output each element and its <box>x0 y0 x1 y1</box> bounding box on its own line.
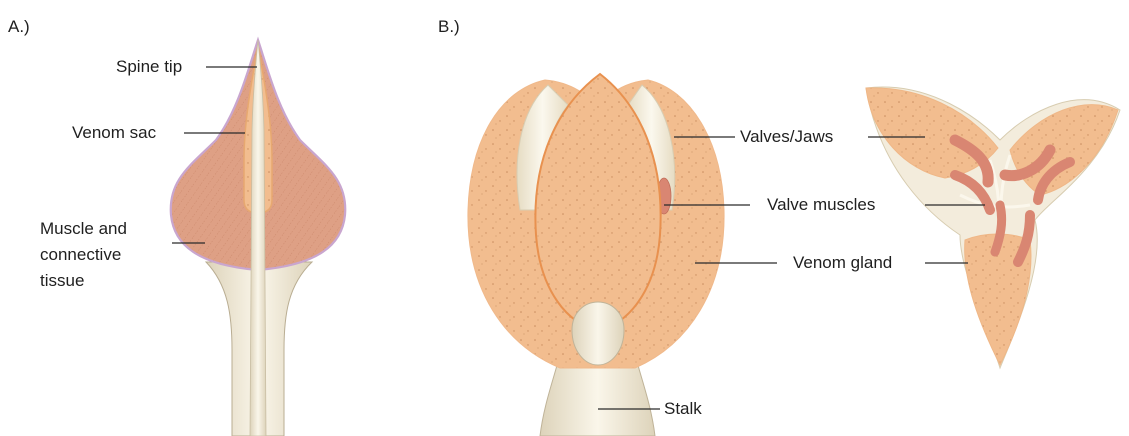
label-venom-gland: Venom gland <box>793 252 892 274</box>
label-muscle-line2: connective <box>40 244 121 266</box>
panel-b-label: B.) <box>438 17 460 37</box>
panel-a-label: A.) <box>8 17 30 37</box>
panel-b-cross-section <box>866 87 1120 368</box>
lobe-top-left <box>866 88 998 178</box>
label-muscle-line1: Muscle and <box>40 218 127 240</box>
label-valve-muscles: Valve muscles <box>767 194 875 216</box>
label-muscle-line3: tissue <box>40 270 84 292</box>
stalk-knob <box>572 302 624 365</box>
label-spine-tip: Spine tip <box>116 56 182 78</box>
label-venom-sac: Venom sac <box>72 122 156 144</box>
panel-a-figure <box>171 40 346 436</box>
panel-b-pedicellaria <box>468 74 724 436</box>
label-stalk: Stalk <box>664 398 702 420</box>
label-valves-jaws: Valves/Jaws <box>740 126 833 148</box>
